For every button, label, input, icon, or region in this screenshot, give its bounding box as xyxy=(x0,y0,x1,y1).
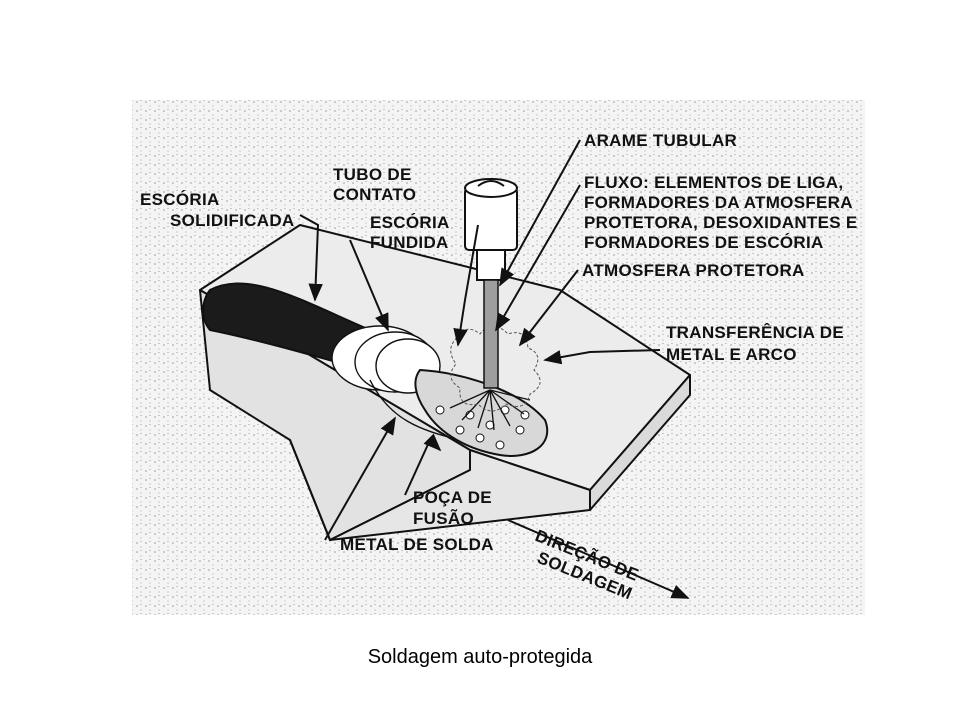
label-transferencia-2: METAL E ARCO xyxy=(666,345,797,364)
workpiece-lower-face xyxy=(289,439,591,541)
label-escoria-solidificada-2: SOLIDIFICADA xyxy=(170,211,294,230)
weld-metal-ripples xyxy=(331,325,461,441)
leader-lines xyxy=(299,139,690,599)
label-escoria-solidificada-1: ESCÓRIA xyxy=(140,190,220,209)
label-fluxo-4: FORMADORES DE ESCÓRIA xyxy=(584,233,824,252)
label-metal-solda: METAL DE SOLDA xyxy=(340,535,494,554)
label-fluxo-1: FLUXO: ELEMENTOS DE LIGA, xyxy=(584,173,843,192)
label-tubo-contato-2: CONTATO xyxy=(333,185,416,204)
label-escoria-fundida-1: ESCÓRIA xyxy=(370,213,450,232)
weld-pool xyxy=(414,368,549,457)
label-atmosfera-protetora: ATMOSFERA PROTETORA xyxy=(582,261,805,280)
label-poca-fusao-1: POÇA DE xyxy=(413,488,492,507)
label-arame-tubular: ARAME TUBULAR xyxy=(584,131,737,150)
label-transferencia-1: TRANSFERÊNCIA DE xyxy=(666,323,844,342)
label-fluxo-2: FORMADORES DA ATMOSFERA xyxy=(584,193,853,212)
figure-caption: Soldagem auto-protegida xyxy=(367,646,593,668)
arc-rays xyxy=(449,389,531,431)
tubular-wire xyxy=(483,279,499,389)
label-fluxo-3: PROTETORA, DESOXIDANTES E xyxy=(584,213,858,232)
label-tubo-contato-1: TUBO DE xyxy=(333,165,412,184)
label-poca-fusao-2: FUSÃO xyxy=(413,508,474,528)
label-escoria-fundida-2: FUNDIDA xyxy=(370,233,449,252)
